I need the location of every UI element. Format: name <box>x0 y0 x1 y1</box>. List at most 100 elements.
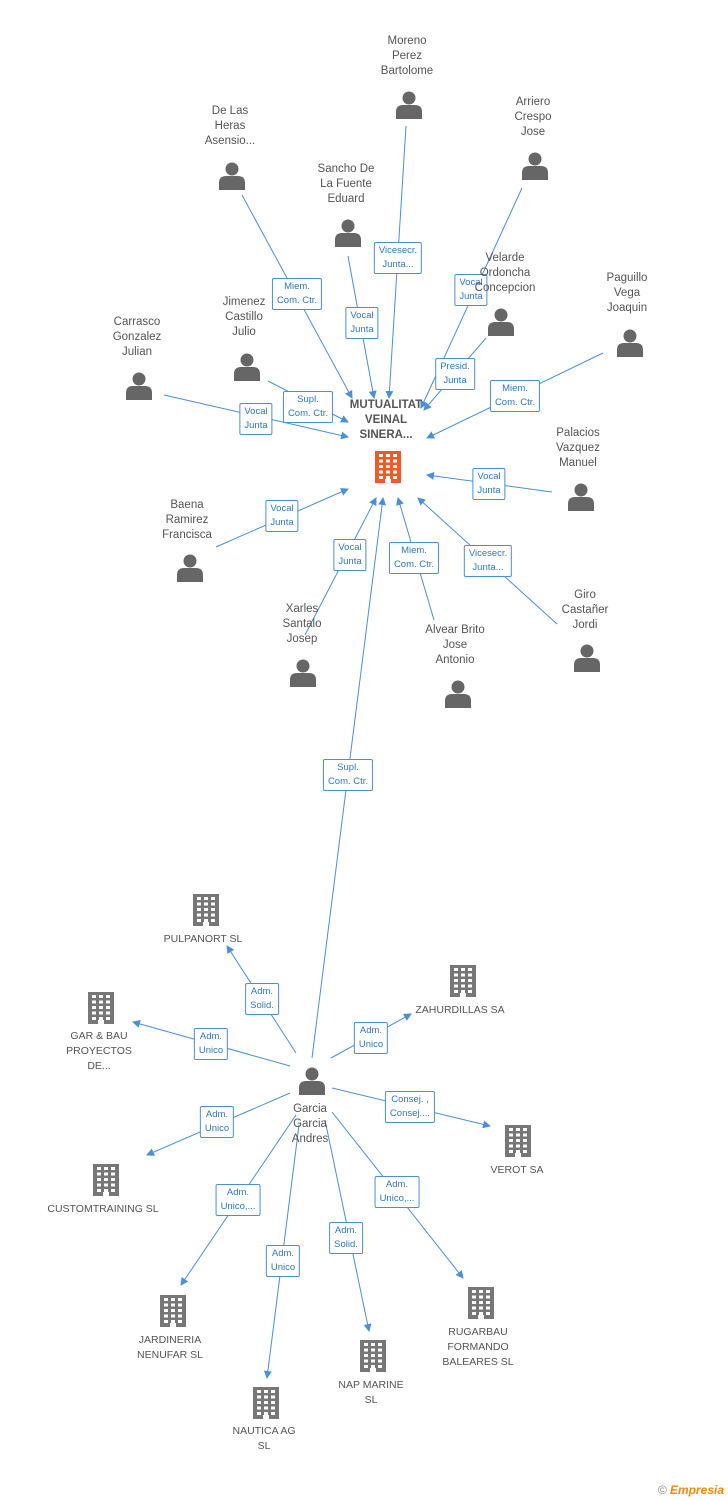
edge-label[interactable]: Adm.Unico,... <box>215 1184 261 1216</box>
person-name-sancho-line: La Fuente <box>320 178 372 190</box>
edge-label[interactable]: Vicesecr.Junta... <box>373 242 423 274</box>
person-icon[interactable] <box>219 162 245 191</box>
edge-label[interactable]: Adm.Unico <box>265 1245 301 1277</box>
edge-label[interactable]: Adm.Unico <box>193 1028 229 1060</box>
edge-label-line: Adm. <box>385 1179 409 1190</box>
person-name-alvear-line: Alvear Brito <box>425 624 485 636</box>
person-name-baena-line: Baena <box>170 499 204 511</box>
edge-label-line: Com. Ctr. <box>494 397 536 408</box>
person-name-arriero-line: Jose <box>520 126 546 138</box>
company-name-garbau-line: PROYECTOS <box>66 1045 132 1057</box>
person-icon[interactable] <box>299 1067 325 1096</box>
edge-label-line: Junta <box>270 517 294 528</box>
edge-label[interactable]: Miem.Com. Ctr. <box>388 542 440 574</box>
company-building-icon[interactable] <box>505 1125 531 1157</box>
edge-label[interactable]: Miem.Com. Ctr. <box>489 380 541 412</box>
main-company-building-icon[interactable] <box>375 451 401 483</box>
edge-label-line: Unico <box>204 1123 230 1134</box>
company-name-nautica-line: NAUTICA AG <box>232 1425 296 1437</box>
edge-label-line: Consej.... <box>389 1108 431 1119</box>
person-icon[interactable] <box>445 680 471 709</box>
person-icon[interactable] <box>126 372 152 401</box>
person-name-alvear-line: Antonio <box>435 654 475 666</box>
company-building-icon[interactable] <box>360 1340 386 1372</box>
company-name-pulpanort[interactable]: PULPANORT SL <box>164 932 243 947</box>
edge-label[interactable]: Miem.Com. Ctr. <box>271 278 323 310</box>
person-icon[interactable] <box>177 554 203 583</box>
edge-label[interactable]: Presid.Junta <box>435 358 475 390</box>
company-building-icon[interactable] <box>468 1287 494 1319</box>
person-name-giro-line: Jordi <box>572 619 598 631</box>
edge-label-line: Com. Ctr. <box>393 559 435 570</box>
person-name-baena-line: Ramirez <box>165 514 209 526</box>
edge-label[interactable]: Adm.Unico,... <box>374 1176 420 1208</box>
edge-label[interactable]: Vicesecr.Junta... <box>463 545 513 577</box>
company-building-icon[interactable] <box>253 1387 279 1419</box>
brand-footer[interactable]: © Empresia <box>658 1483 724 1497</box>
edge-label-line: Adm. <box>205 1109 229 1120</box>
company-building-icon[interactable] <box>160 1295 186 1327</box>
company-name-zahurdillas[interactable]: ZAHURDILLAS SA <box>415 1003 504 1018</box>
person-name-arriero-line: Crespo <box>514 111 552 123</box>
person-icon[interactable] <box>568 483 594 512</box>
edge-label[interactable]: Adm.Solid. <box>245 983 279 1015</box>
person-name-jimenez-line: Jimenez <box>222 296 266 308</box>
person-icon[interactable] <box>290 659 316 688</box>
person-name-xarles-line: Josep <box>286 633 318 645</box>
edge-label[interactable]: Consej. ,Consej.... <box>384 1091 436 1123</box>
person-name-moreno-line: Moreno <box>387 35 427 47</box>
person-icon[interactable] <box>617 329 643 358</box>
person-icon[interactable] <box>335 219 361 248</box>
person-name-delasheras-line: De Las <box>211 105 249 117</box>
edge-label[interactable]: Adm.Unico <box>353 1022 389 1054</box>
edge-label[interactable]: Supl.Com. Ctr. <box>322 759 374 791</box>
company-name-rugarbau-line: FORMANDO <box>447 1341 509 1353</box>
edge-label-line: Junta... <box>382 259 414 270</box>
person-icon[interactable] <box>396 91 422 120</box>
edge-label-line: Vicesecr. <box>468 548 508 559</box>
edge-label[interactable]: Adm. Unico <box>199 1106 235 1138</box>
person-icon[interactable] <box>488 308 514 337</box>
company-name-garbau-line: GAR & BAU <box>70 1030 128 1042</box>
person-icon[interactable] <box>574 644 600 673</box>
person-name-garcia-line: Andres <box>291 1133 329 1145</box>
company-building-icon[interactable] <box>193 894 219 926</box>
person-name-sancho-line: Sancho De <box>317 163 375 175</box>
edge-label[interactable]: Supl.Com. Ctr. <box>282 391 334 423</box>
person-icon[interactable] <box>522 152 548 181</box>
company-building-icon[interactable] <box>450 965 476 997</box>
company-building-icon[interactable] <box>93 1164 119 1196</box>
company-building-icon[interactable] <box>88 992 114 1024</box>
company-name-verot[interactable]: VEROT SA <box>491 1163 544 1178</box>
person-icon[interactable] <box>234 353 260 382</box>
edge-label[interactable]: Adm.Solid. <box>329 1222 363 1254</box>
company-name-customtraining[interactable]: CUSTOMTRAINING SL <box>47 1202 158 1217</box>
